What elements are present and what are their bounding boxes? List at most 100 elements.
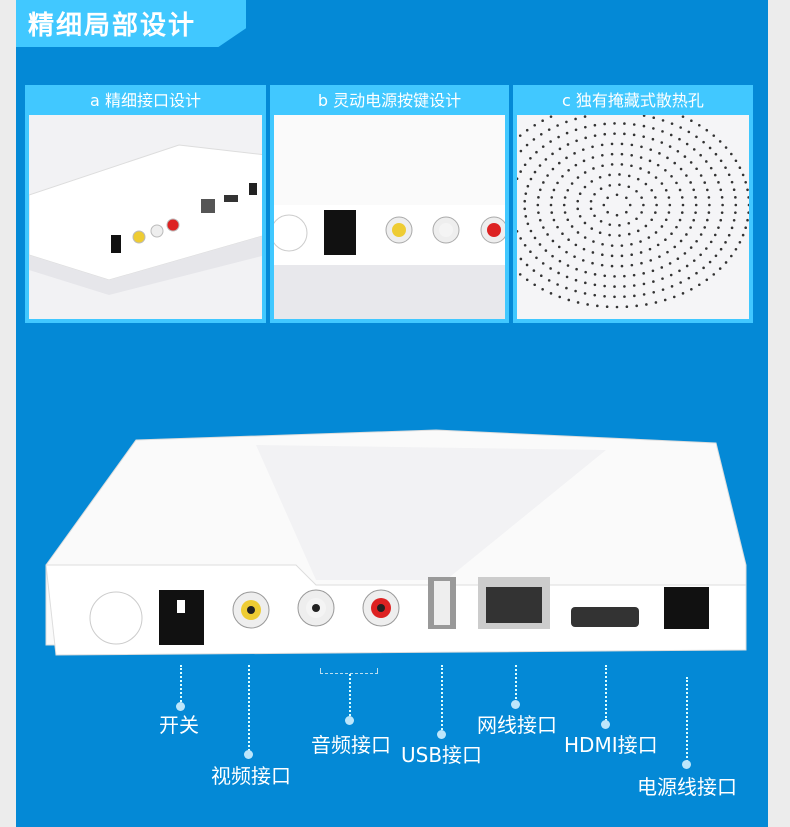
vent-hole	[667, 196, 671, 199]
vent-hole	[532, 138, 536, 141]
vent-hole	[603, 132, 607, 136]
vent-hole	[519, 149, 523, 153]
vent-hole	[566, 218, 570, 222]
vent-hole	[549, 292, 553, 295]
vent-hole	[652, 116, 656, 119]
vent-hole	[561, 174, 564, 178]
panel-interfaces: a 精细接口设计	[25, 85, 266, 323]
vent-hole	[582, 159, 586, 163]
vent-hole	[648, 159, 652, 163]
vent-hole	[610, 264, 614, 268]
vent-hole	[537, 196, 540, 199]
vent-hole	[556, 225, 559, 229]
vent-hole	[705, 278, 709, 282]
vent-hole	[702, 140, 705, 144]
vent-hole	[652, 291, 656, 294]
vent-hole	[576, 301, 580, 304]
vent-hole	[713, 173, 717, 177]
vent-hole	[746, 188, 749, 192]
vent-hole	[694, 203, 698, 207]
vent-hole	[689, 161, 693, 164]
vent-hole	[724, 146, 728, 149]
vent-hole	[533, 123, 536, 127]
vent-hole	[593, 134, 597, 137]
vent-hole	[734, 159, 738, 163]
vent-hole	[630, 143, 634, 147]
vent-hole	[650, 218, 654, 222]
vent-hole	[747, 211, 749, 214]
vent-hole	[610, 142, 614, 146]
vent-hole	[582, 247, 586, 251]
vent-hole	[544, 249, 548, 252]
vent-hole	[703, 226, 707, 229]
vent-hole	[613, 295, 616, 299]
vent-hole	[741, 233, 745, 237]
vent-hole	[581, 259, 585, 262]
vent-hole	[586, 303, 589, 306]
vent-hole	[727, 173, 731, 177]
vent-hole	[661, 130, 664, 133]
vent-hole	[644, 224, 648, 228]
vent-hole	[652, 280, 655, 283]
vent-hole	[730, 254, 733, 258]
vent-hole	[660, 182, 664, 185]
vent-hole	[675, 181, 678, 185]
vent-hole	[526, 184, 530, 188]
panel-label: b 灵动电源按键设计	[317, 91, 462, 110]
vent-hole	[593, 192, 596, 196]
vent-hole	[639, 240, 642, 243]
vent-hole	[590, 180, 594, 183]
vent-hole	[623, 295, 626, 298]
vent-hole	[529, 250, 532, 254]
vent-hole	[699, 253, 702, 257]
vent-hole	[598, 176, 602, 179]
vent-hole	[668, 262, 672, 265]
vent-hole	[734, 211, 737, 214]
vent-hole	[642, 272, 645, 275]
vent-hole	[615, 213, 619, 217]
vent-hole	[727, 233, 731, 237]
vent-hole	[664, 169, 667, 172]
vent-hole	[628, 203, 632, 207]
vent-hole	[708, 146, 712, 150]
vent-hole	[551, 167, 555, 171]
vent-hole	[625, 210, 628, 214]
vent-hole	[544, 158, 548, 161]
vent-hole	[565, 120, 568, 124]
vent-hole	[632, 284, 636, 287]
vent-hole	[613, 132, 616, 135]
ethernet-leader-line	[515, 665, 517, 703]
vent-hole	[721, 203, 724, 207]
callout-power: 电源线接口	[637, 775, 737, 799]
vent-hole	[747, 203, 749, 207]
vent-hole	[713, 233, 717, 237]
vent-hole	[529, 156, 532, 160]
vent-hole	[601, 164, 604, 168]
vent-hole	[549, 140, 552, 143]
vent-hole	[593, 123, 597, 127]
vent-hole	[685, 142, 689, 146]
vent-hole	[578, 192, 582, 196]
vent-hole	[525, 143, 529, 147]
vent-hole	[590, 227, 594, 230]
power-leader-line	[686, 677, 688, 762]
vent-hole	[687, 130, 691, 134]
vent-hole	[623, 132, 626, 136]
vent-hole	[591, 156, 595, 159]
vent-hole	[567, 238, 570, 241]
vent-hole	[603, 284, 606, 288]
vent-hole	[654, 301, 658, 304]
vent-hole	[681, 203, 685, 207]
vent-hole	[573, 152, 576, 155]
vent-hole	[679, 167, 683, 171]
vent-hole	[538, 164, 542, 167]
section-title: 精细局部设计	[16, 0, 246, 47]
vent-hole	[699, 233, 703, 236]
vent-hole	[670, 232, 673, 236]
vent-hole	[635, 189, 638, 193]
vent-hole	[734, 196, 737, 199]
vent-hole	[599, 219, 603, 223]
vent-hole	[719, 159, 723, 163]
vent-hole	[566, 143, 570, 146]
vent-hole	[618, 234, 621, 237]
